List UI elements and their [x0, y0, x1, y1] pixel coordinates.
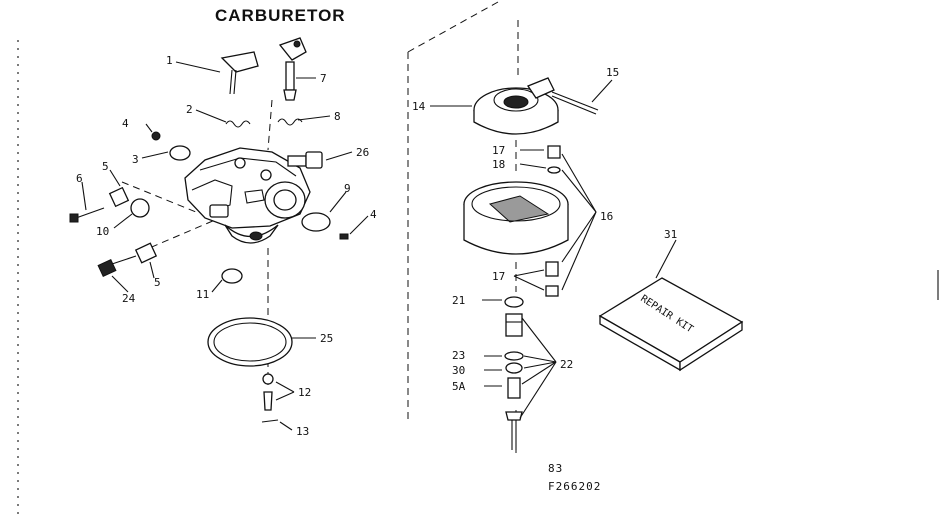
callout-13: 13 [296, 425, 309, 438]
part-22-bowl-screw [504, 313, 524, 450]
callout-18: 18 [492, 158, 505, 171]
part-8-spring [277, 118, 303, 126]
callout-4: 4 [122, 117, 129, 130]
part-2-spring [225, 120, 251, 128]
callout-26: 26 [356, 146, 369, 159]
callout-24: 24 [122, 292, 136, 305]
callout-16: 16 [600, 210, 613, 223]
callout-17b: 17 [492, 270, 505, 283]
part-13-clip [261, 419, 279, 423]
part-21-gasket [504, 296, 524, 308]
part-3-throttle-plate [169, 145, 191, 161]
callout-leaders-right [430, 79, 677, 419]
callout-12: 12 [298, 386, 311, 399]
callout-5A: 5A [452, 380, 466, 393]
diagram-title: CARBURETOR [215, 6, 346, 25]
callout-9: 9 [344, 182, 351, 195]
part-24-needle-valve [97, 242, 158, 278]
part-9-choke-plate [301, 212, 331, 232]
callout-25: 25 [320, 332, 333, 345]
part-1-throttle-lever [220, 51, 259, 95]
callout-8: 8 [334, 110, 341, 123]
callout-leaders-left [81, 61, 369, 431]
axis-line [407, 1, 499, 53]
callout-14: 14 [412, 100, 426, 113]
callout-11: 11 [196, 288, 209, 301]
callout-6: 6 [76, 172, 83, 185]
part-25-bowl-gasket [207, 317, 293, 367]
part-12-seat [262, 373, 274, 385]
part-15-float-pin [551, 91, 599, 115]
page-code: 83 [548, 462, 564, 475]
callout-22: 22 [560, 358, 573, 371]
part-18-washer [547, 166, 561, 174]
callout-21: 21 [452, 294, 465, 307]
axis-line [267, 99, 273, 151]
part-31-repair-kit [598, 277, 744, 372]
callout-10: 10 [96, 225, 109, 238]
part-6-idle-screw [69, 207, 105, 223]
callout-23: 23 [452, 349, 465, 362]
part-12-needle [263, 391, 273, 411]
callout-30: 30 [452, 364, 465, 377]
part-17-bowl-nut [547, 145, 561, 159]
callout-17: 17 [492, 144, 505, 157]
callout-31: 31 [664, 228, 677, 241]
callout-3: 3 [132, 153, 139, 166]
axis-line [121, 181, 197, 213]
part-4-screw [151, 131, 349, 240]
part-17-nut-lower [545, 285, 559, 297]
part-7-choke-lever [278, 37, 307, 101]
diagram-id: F266202 [548, 480, 602, 493]
part-10-welch-plug [130, 198, 150, 218]
callout-5b: 5 [154, 276, 161, 289]
callout-7: 7 [320, 72, 327, 85]
part-14-float [473, 77, 559, 135]
part-16-spring [545, 261, 559, 277]
part-26-fuel-fitting [287, 151, 323, 169]
callout-4b: 4 [370, 208, 377, 221]
callout-2: 2 [186, 103, 193, 116]
part-5-spring-upper [108, 186, 130, 208]
callout-15: 15 [606, 66, 619, 79]
callout-1: 1 [166, 54, 173, 67]
part-11-welch-plug [221, 268, 243, 284]
float-bowl [463, 181, 569, 255]
carburetor-body [184, 147, 311, 244]
callout-5: 5 [102, 160, 109, 173]
